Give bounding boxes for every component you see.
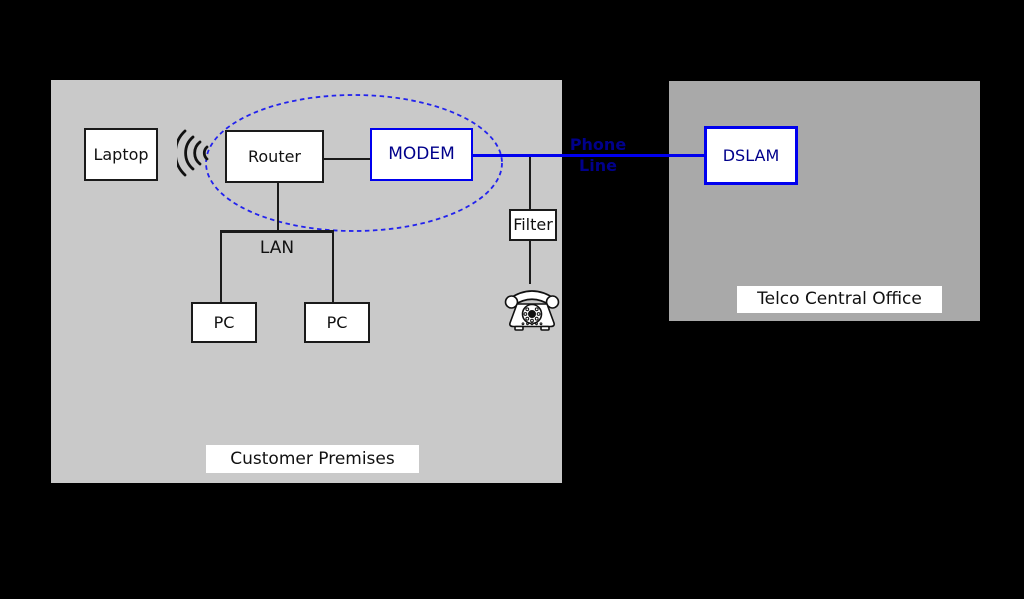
pc-right-label: PC bbox=[326, 312, 348, 332]
phone-line-label: Phone Line bbox=[561, 134, 635, 176]
laptop-node: Laptop bbox=[84, 128, 158, 181]
rotary-phone-icon bbox=[504, 290, 560, 331]
lan-pc-right-wire bbox=[332, 230, 334, 303]
router-modem-wire bbox=[323, 158, 370, 160]
customer-premises-caption: Customer Premises bbox=[206, 445, 419, 473]
filter-label: Filter bbox=[513, 215, 553, 234]
lan-bus-wire bbox=[220, 230, 334, 233]
modem-label: MODEM bbox=[388, 144, 455, 164]
pc-left-label: PC bbox=[213, 312, 235, 332]
telco-central-office-caption: Telco Central Office bbox=[737, 286, 942, 313]
lan-label: LAN bbox=[259, 238, 295, 258]
filter-node: Filter bbox=[509, 209, 557, 241]
router-lan-wire bbox=[277, 182, 279, 232]
telco-central-office-region bbox=[669, 81, 980, 321]
dslam-label: DSLAM bbox=[722, 145, 780, 165]
pc-right-node: PC bbox=[304, 302, 370, 343]
wifi-waves-icon bbox=[177, 129, 209, 177]
laptop-label: Laptop bbox=[93, 144, 149, 164]
phone-line-word2: Line bbox=[579, 156, 617, 175]
router-node: Router bbox=[225, 130, 324, 183]
home-gateway-group-ellipse bbox=[205, 94, 503, 232]
modem-node: MODEM bbox=[370, 128, 473, 181]
router-label: Router bbox=[247, 146, 302, 166]
lan-pc-left-wire bbox=[220, 230, 222, 303]
dslam-node: DSLAM bbox=[704, 126, 798, 185]
phone-line-word1: Phone bbox=[569, 135, 627, 154]
pc-left-node: PC bbox=[191, 302, 257, 343]
phone-line-wire bbox=[472, 154, 704, 157]
